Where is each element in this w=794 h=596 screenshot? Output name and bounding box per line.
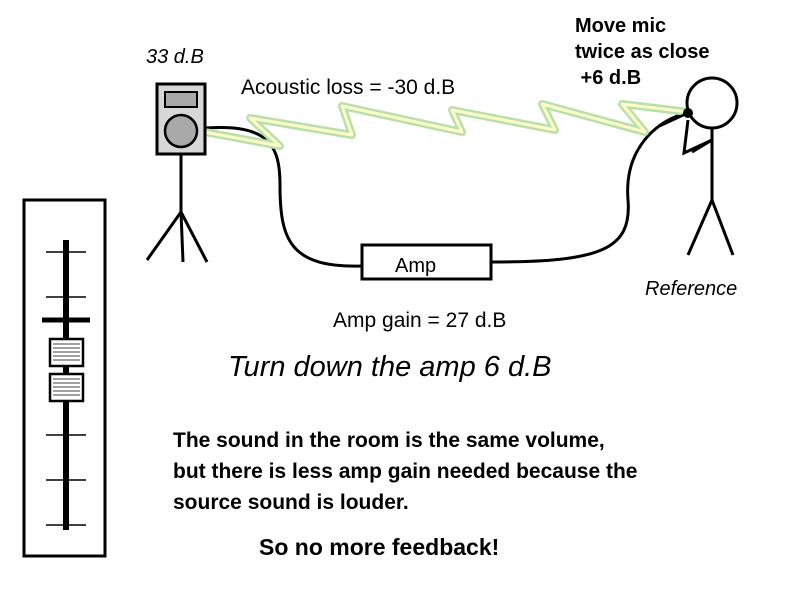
acoustic-path-zigzag bbox=[182, 100, 689, 150]
amp-label: Amp bbox=[395, 255, 437, 277]
microphone bbox=[659, 108, 693, 128]
mixer-fader-panel bbox=[22, 198, 107, 558]
signal-cable bbox=[184, 110, 691, 268]
acoustic-loss-label: Acoustic loss = -30 d.B bbox=[241, 76, 456, 99]
action-heading: Turn down the amp 6 d.B bbox=[228, 351, 552, 383]
mic-distance-note: Move mic twice as close +6 d.B bbox=[575, 15, 710, 89]
conclusion-text: So no more feedback! bbox=[259, 534, 500, 560]
amp-gain-label: Amp gain = 27 d.B bbox=[333, 309, 507, 332]
amplifier-box bbox=[360, 243, 493, 281]
fader-knob bbox=[48, 337, 85, 403]
speaker bbox=[145, 82, 209, 263]
reference-label: Reference bbox=[645, 278, 738, 300]
speaker-level-label: 33 d.B bbox=[146, 46, 204, 68]
person-stick-figure bbox=[682, 76, 739, 256]
explanation-text: The sound in the room is the same volume… bbox=[173, 429, 638, 514]
